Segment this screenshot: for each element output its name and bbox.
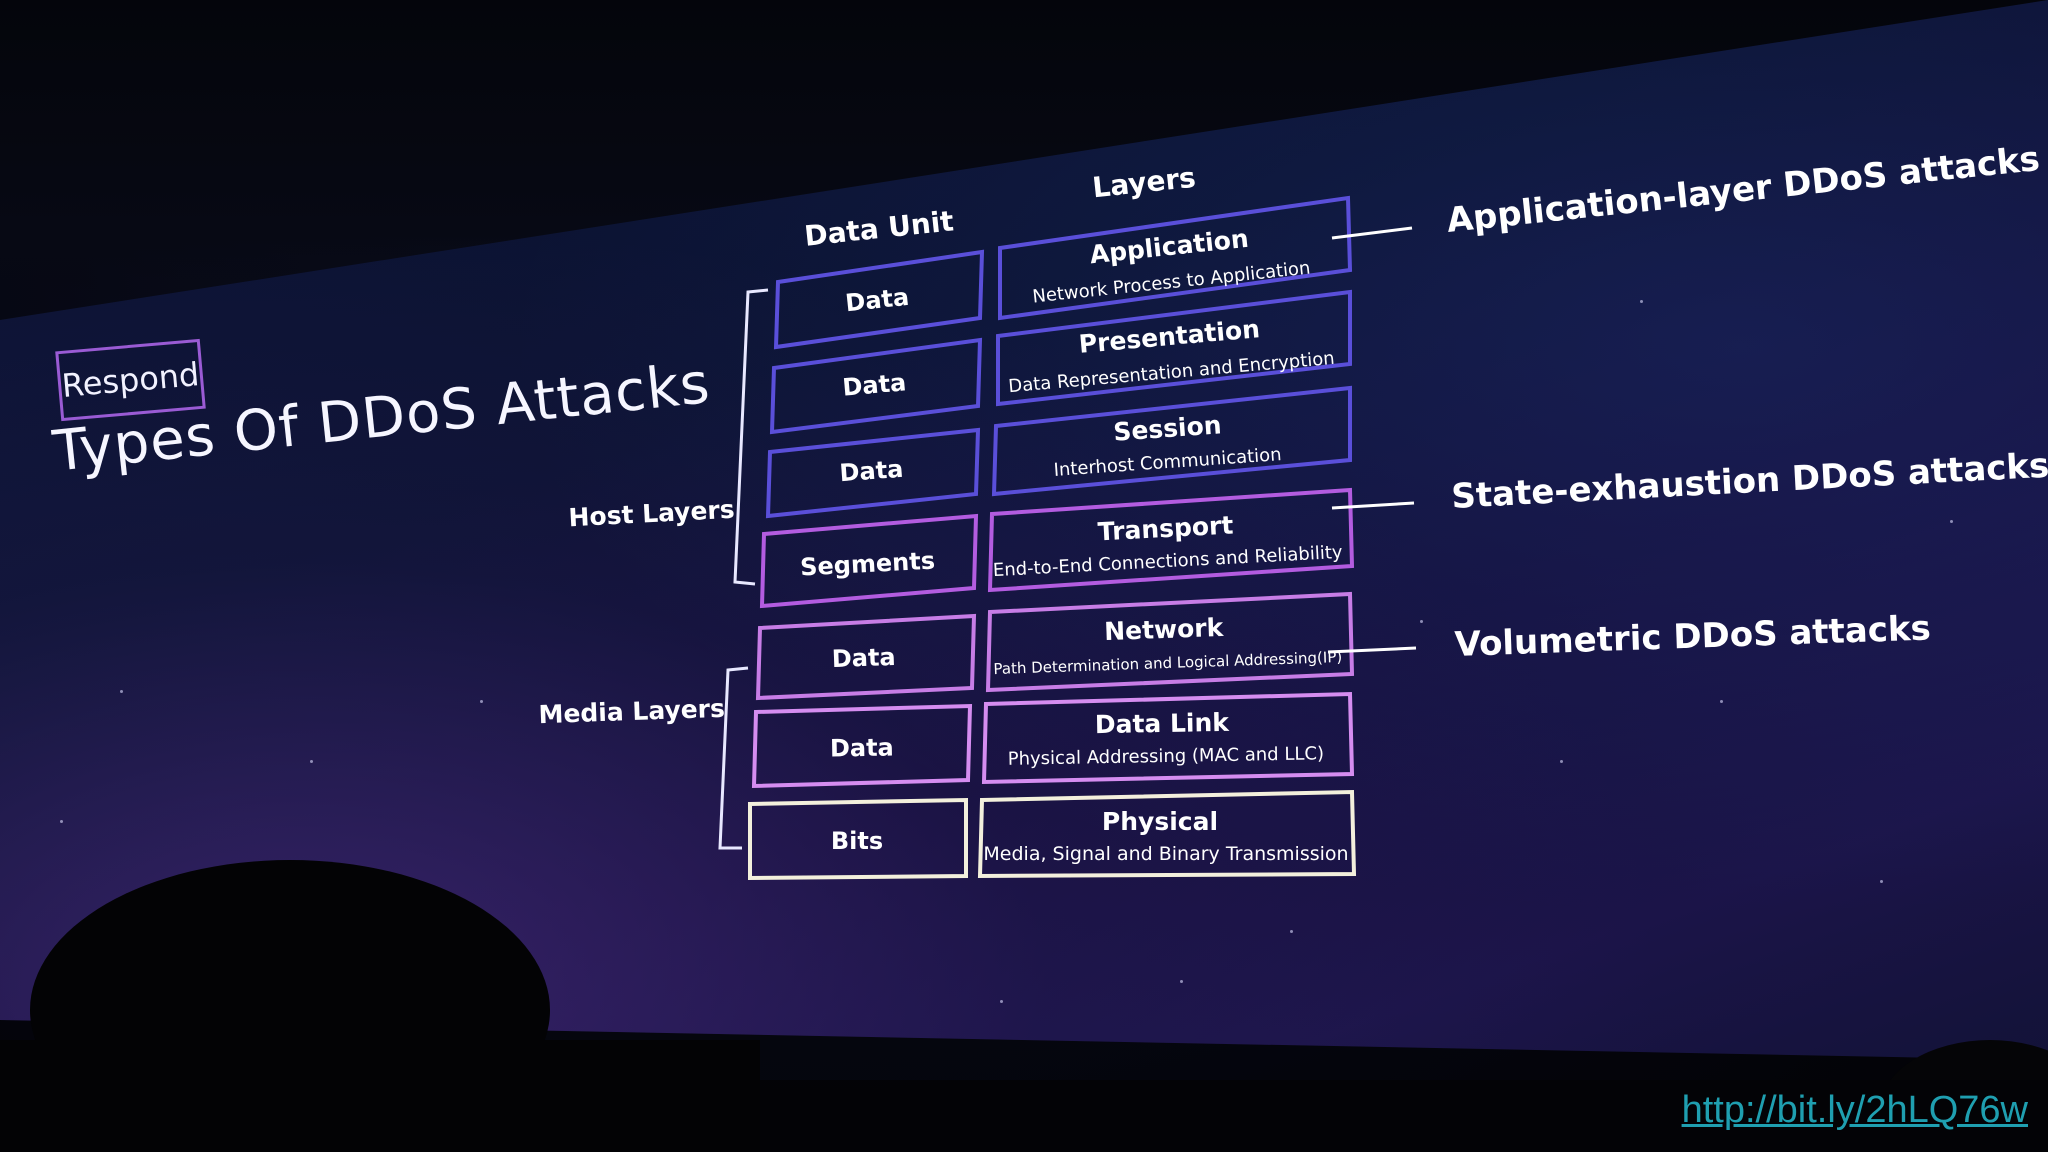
layer-box [991,385,1352,497]
layer-box [998,195,1353,321]
layer-name: Physical [1102,807,1218,836]
data-unit-box [765,427,981,519]
layer-description: Media, Signal and Binary Transmission [983,843,1348,865]
connector-application [1331,226,1413,240]
layer-box [977,789,1357,879]
data-unit-box [751,703,973,789]
data-unit-box [773,249,985,350]
data-unit-label: Data [839,455,905,487]
connector-transport [1331,501,1415,510]
data-unit-label: Data [841,368,907,401]
layer-box [996,289,1352,407]
media-layers-bracket [718,666,749,850]
data-unit-box [755,613,977,701]
media-layers-label: Media Layers [538,694,725,729]
layer-row-physical: Bits Physical Media, Signal and Binary T… [748,789,1357,881]
host-layers-bracket [733,288,769,586]
data-unit-box [769,337,983,435]
connector-network [1327,646,1417,654]
data-unit-label: Data [830,733,894,762]
data-unit-label: Data [844,283,910,318]
data-unit-label: Data [831,643,896,673]
layer-box [987,487,1355,593]
data-unit-box [748,797,968,881]
layer-box [981,691,1355,785]
layer-name: Network [1104,613,1225,646]
data-unit-label: Bits [831,827,883,855]
layer-name: Transport [1097,510,1234,546]
floor-shadow [0,1080,2048,1152]
layer-box [985,591,1355,693]
layer-row-data-link: Data Data Link Physical Addressing (MAC … [751,691,1355,789]
data-unit-box [759,513,979,609]
source-link[interactable]: http://bit.ly/2hLQ76w [1681,1089,2028,1131]
layer-name: Data Link [1095,708,1231,739]
